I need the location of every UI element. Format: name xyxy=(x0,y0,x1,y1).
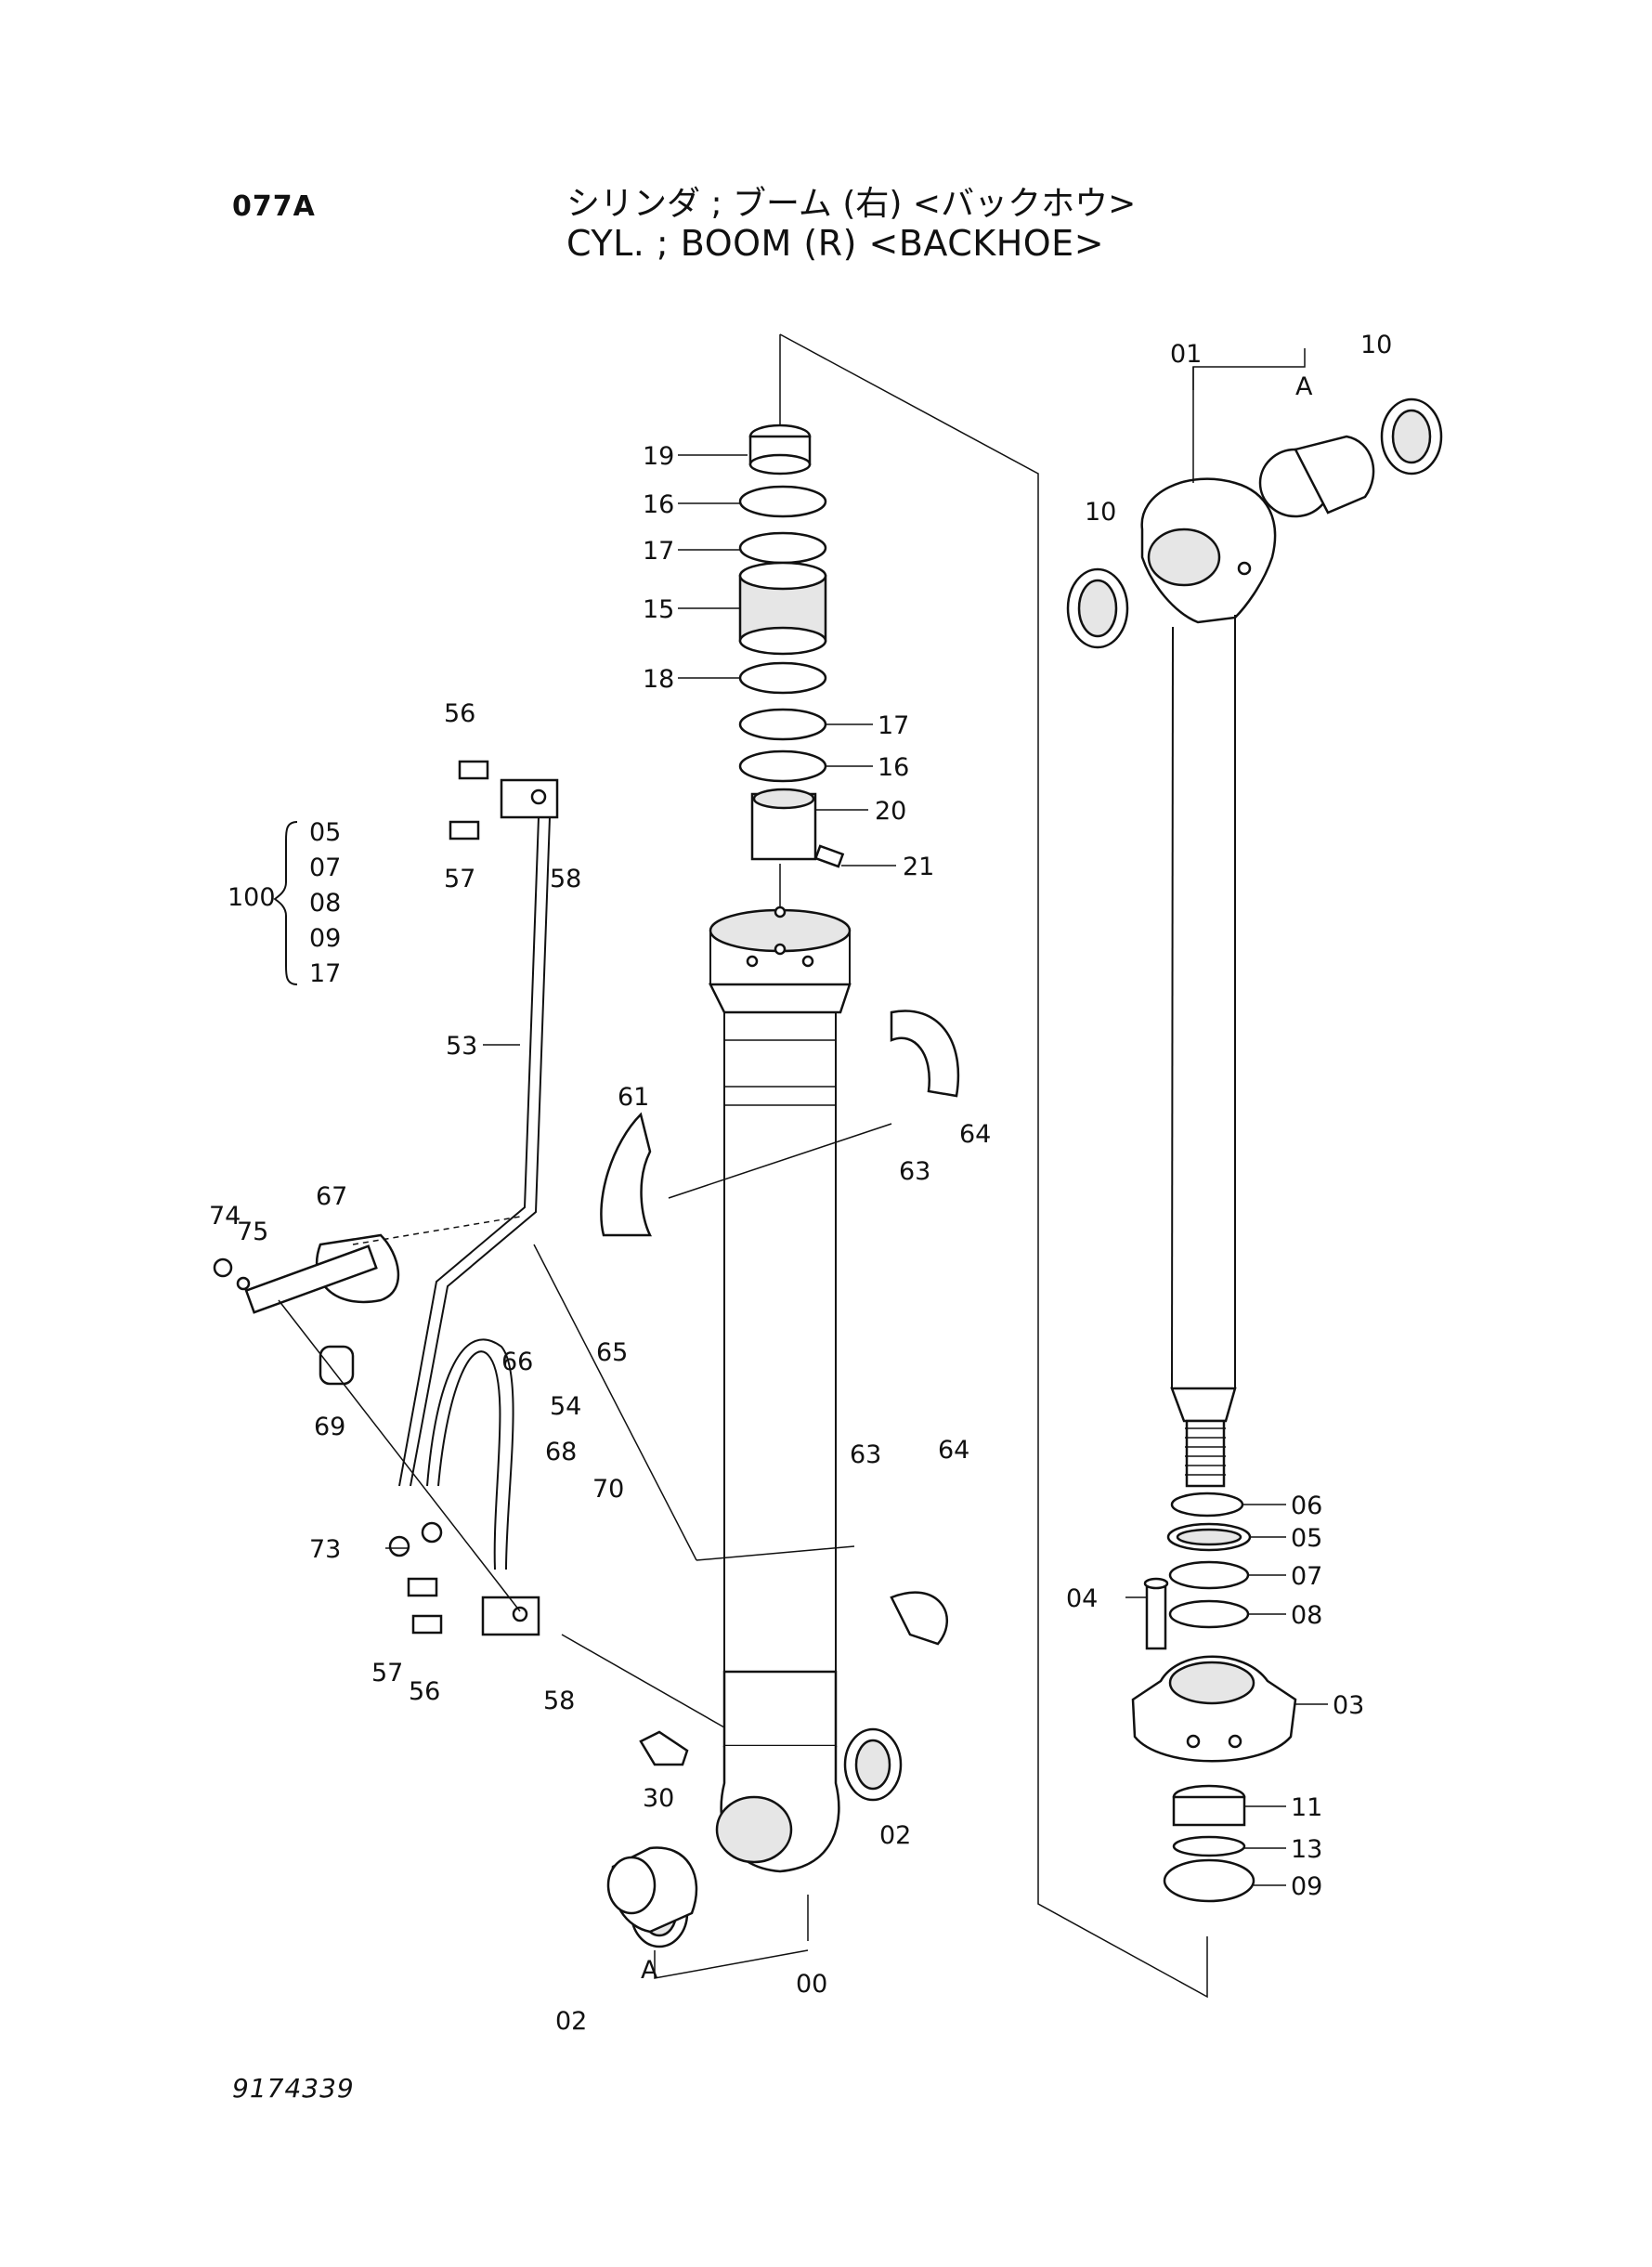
callout-07: 07 xyxy=(1291,1562,1322,1591)
callout-02: 02 xyxy=(555,2007,587,2036)
callout-57: 57 xyxy=(371,1659,403,1687)
document-number: 9174339 xyxy=(232,2073,355,2104)
group-member: 09 xyxy=(309,924,341,953)
group-member: 07 xyxy=(309,853,341,882)
callout-66: 66 xyxy=(501,1348,533,1376)
callout-01: 01 xyxy=(1170,340,1202,369)
callout-03: 03 xyxy=(1333,1691,1364,1720)
callout-75: 75 xyxy=(237,1218,268,1246)
callout-61: 61 xyxy=(618,1083,649,1112)
callout-58: 58 xyxy=(543,1687,575,1715)
callout-74: 74 xyxy=(209,1202,241,1231)
callout-00: 00 xyxy=(796,1970,827,1999)
group-member: 05 xyxy=(309,818,341,847)
group-member: 17 xyxy=(309,959,341,988)
rod-thread xyxy=(1185,1427,1226,1476)
callout-13: 13 xyxy=(1291,1835,1322,1864)
group-label: 100 xyxy=(228,883,276,912)
callout-64: 64 xyxy=(938,1436,969,1465)
piston-seal-stack xyxy=(738,423,845,868)
callout-02: 02 xyxy=(879,1821,911,1850)
title-english: CYL. ; BOOM (R) <BACKHOE> xyxy=(566,223,1105,264)
callout-16: 16 xyxy=(878,753,909,782)
callout-20: 20 xyxy=(875,797,906,826)
connection-lines xyxy=(278,1123,892,1728)
callout-06: 06 xyxy=(1291,1492,1322,1520)
piston-rod-assembly xyxy=(1066,397,1443,1903)
callout-54: 54 xyxy=(550,1392,581,1421)
callout-65: 65 xyxy=(596,1338,628,1367)
title-japanese: シリンダ ; ブーム (右) <バックホウ> xyxy=(566,185,1137,223)
callout-67: 67 xyxy=(316,1182,347,1211)
callout-57: 57 xyxy=(444,865,475,893)
callout-21: 21 xyxy=(903,853,934,881)
callout-A: A xyxy=(641,1956,658,1985)
group-100-bracket: 100 05 07 08 09 17 xyxy=(228,818,341,988)
callout-56: 56 xyxy=(444,699,475,728)
leader-lines xyxy=(385,348,1328,1979)
callout-73: 73 xyxy=(309,1535,341,1564)
callout-11: 11 xyxy=(1291,1793,1322,1822)
callout-16: 16 xyxy=(643,490,674,519)
hydraulic-pipes xyxy=(213,760,960,1948)
callout-30: 30 xyxy=(643,1784,674,1813)
callout-69: 69 xyxy=(314,1413,345,1441)
callout-53: 53 xyxy=(446,1032,477,1061)
page-code: 077A xyxy=(232,190,316,223)
callout-19: 19 xyxy=(643,442,674,471)
callout-63: 63 xyxy=(850,1440,881,1469)
callout-56: 56 xyxy=(409,1677,440,1706)
callout-70: 70 xyxy=(592,1475,624,1504)
callout-18: 18 xyxy=(643,665,674,694)
callout-58: 58 xyxy=(550,865,581,893)
callout-09: 09 xyxy=(1291,1872,1322,1901)
callout-15: 15 xyxy=(643,595,674,624)
callout-64: 64 xyxy=(959,1120,991,1149)
callout-numbers: 19 16 17 15 18 17 16 20 21 01 10 10 A 56… xyxy=(209,331,1392,2036)
callout-17: 17 xyxy=(643,537,674,566)
callout-17: 17 xyxy=(878,711,909,740)
callout-04: 04 xyxy=(1066,1584,1098,1613)
callout-05: 05 xyxy=(1291,1524,1322,1553)
cylinder-tube xyxy=(708,905,852,1873)
callout-10: 10 xyxy=(1360,331,1392,359)
assembly-guide-lines xyxy=(779,333,1208,1999)
callout-68: 68 xyxy=(545,1438,577,1466)
group-member: 08 xyxy=(309,889,341,918)
callout-63: 63 xyxy=(899,1157,930,1186)
callout-A: A xyxy=(1295,372,1313,401)
callout-08: 08 xyxy=(1291,1601,1322,1630)
callout-10: 10 xyxy=(1085,498,1116,527)
